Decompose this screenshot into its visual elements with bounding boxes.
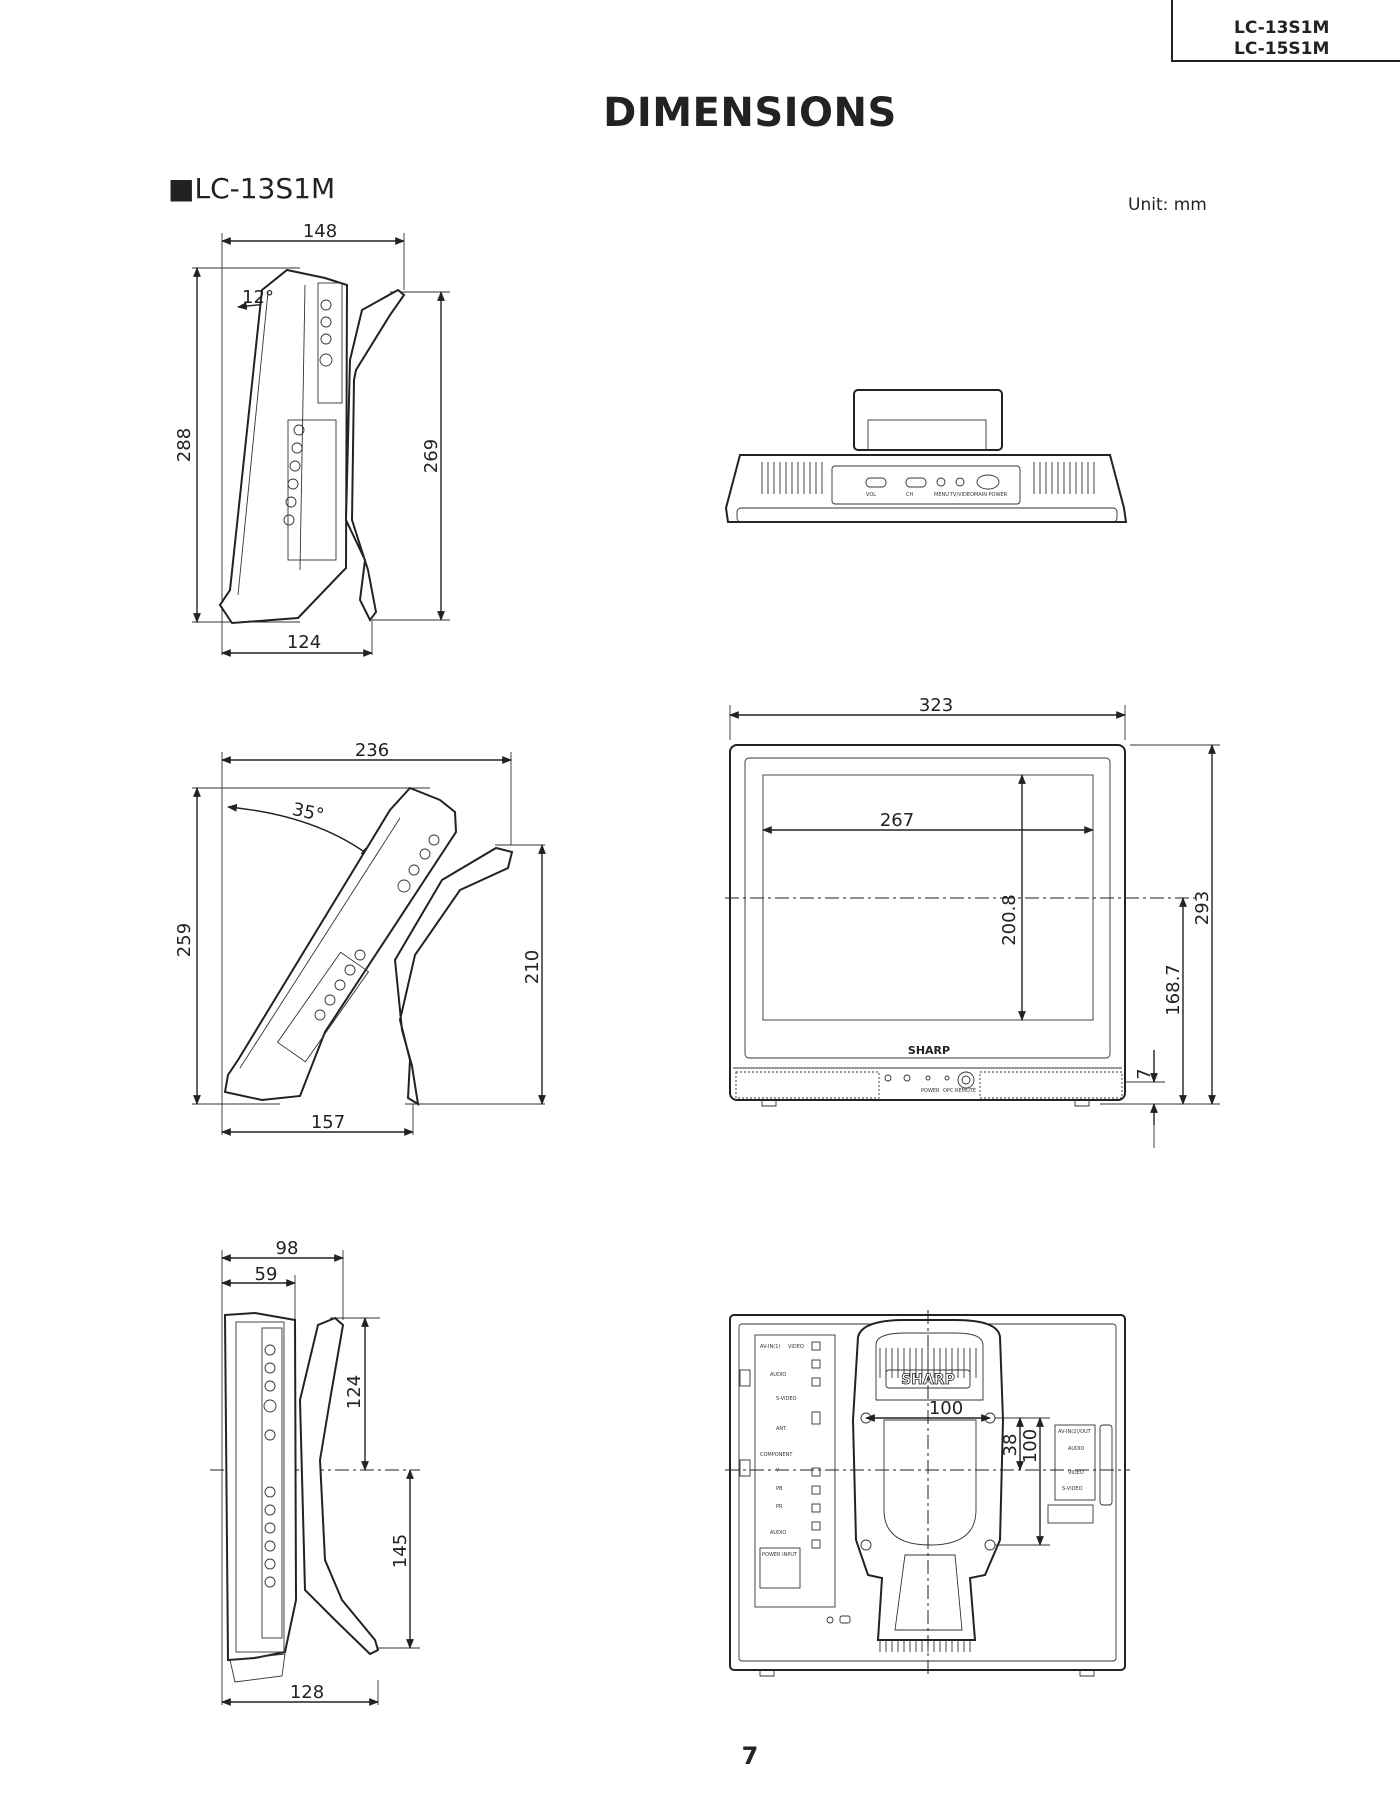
dim-100-width: 100 bbox=[929, 1398, 963, 1419]
dim-293: 293 bbox=[1192, 891, 1213, 925]
label-video-2: VIDEO bbox=[1068, 1470, 1084, 1476]
section-heading: ■LC-13S1M bbox=[168, 172, 335, 205]
label-power-input: POWER INPUT bbox=[762, 1552, 798, 1558]
dim-59: 59 bbox=[255, 1264, 278, 1285]
label-audio-3: AUDIO bbox=[1068, 1446, 1084, 1452]
control-menu: MENU bbox=[934, 492, 949, 498]
dim-124-bottom: 124 bbox=[287, 632, 321, 653]
label-y: Y bbox=[775, 1468, 780, 1474]
model-name-2: LC-15S1M bbox=[1234, 39, 1330, 59]
dim-100-height: 100 bbox=[1020, 1429, 1041, 1463]
dim-157: 157 bbox=[311, 1112, 345, 1133]
label-pr: PR bbox=[776, 1504, 783, 1510]
section-marker: ■ bbox=[168, 172, 195, 205]
label-video: VIDEO bbox=[788, 1344, 804, 1350]
dim-288: 288 bbox=[174, 428, 195, 462]
label-s-video-2: S-VIDEO bbox=[1062, 1486, 1083, 1492]
dim-148: 148 bbox=[303, 221, 337, 242]
dim-98: 98 bbox=[276, 1238, 299, 1259]
back-view: SHARP AV-IN(1) VIDEO AUDIO S-VIDEO ANT. … bbox=[725, 1310, 1130, 1677]
dim-269: 269 bbox=[421, 439, 442, 473]
dim-200-8: 200.8 bbox=[999, 894, 1020, 946]
dim-128: 128 bbox=[290, 1682, 324, 1703]
label-audio-2: AUDIO bbox=[770, 1530, 786, 1536]
label-ant: ANT. bbox=[776, 1426, 788, 1432]
brand-logo: SHARP bbox=[908, 1044, 950, 1057]
dim-267: 267 bbox=[880, 810, 914, 831]
label-pb: PB bbox=[776, 1486, 783, 1492]
label-av-in1: AV-IN(1) bbox=[760, 1344, 780, 1350]
top-vent-right bbox=[1033, 462, 1095, 494]
page-title: DIMENSIONS bbox=[603, 90, 897, 136]
front-button-opc: OPC bbox=[943, 1088, 954, 1094]
label-av-in2-out: AV-IN(2)/OUT bbox=[1058, 1429, 1092, 1435]
dim-236: 236 bbox=[355, 740, 389, 761]
dim-angle-35: 35° bbox=[290, 799, 326, 826]
control-ch: CH bbox=[906, 492, 913, 498]
control-vol: VOL bbox=[866, 492, 876, 498]
side-view-center bbox=[210, 1250, 420, 1706]
dim-259: 259 bbox=[174, 923, 195, 957]
side-view-upright bbox=[192, 233, 450, 657]
dim-145: 145 bbox=[390, 1534, 411, 1568]
dim-323: 323 bbox=[919, 695, 953, 716]
control-main-power: MAIN POWER bbox=[974, 492, 1008, 498]
dim-124-side: 124 bbox=[344, 1375, 365, 1409]
side-view-tilted bbox=[192, 752, 546, 1136]
front-button-remote: REMOTE bbox=[955, 1088, 976, 1094]
page-number: 7 bbox=[741, 1742, 759, 1770]
unit-label: Unit: mm bbox=[1128, 195, 1207, 215]
front-button-power: POWER bbox=[921, 1088, 940, 1094]
dim-7: 7 bbox=[1134, 1068, 1155, 1079]
model-name-1: LC-13S1M bbox=[1234, 18, 1330, 38]
dim-168-7: 168.7 bbox=[1163, 964, 1184, 1016]
label-audio: AUDIO bbox=[770, 1372, 786, 1378]
front-view: SHARP POWER OPC REMOTE bbox=[725, 705, 1220, 1148]
label-s-video: S-VIDEO bbox=[776, 1396, 797, 1402]
dim-210: 210 bbox=[522, 950, 543, 984]
dim-angle-12: 12° bbox=[242, 287, 274, 308]
header-box bbox=[1171, 0, 1400, 62]
control-tvvideo: TV/VIDEO bbox=[949, 492, 974, 498]
label-component: COMPONENT bbox=[760, 1452, 793, 1458]
top-view: VOL CH MENU TV/VIDEO MAIN POWER bbox=[724, 389, 1128, 523]
dim-38: 38 bbox=[1000, 1434, 1021, 1457]
section-model: LC-13S1M bbox=[194, 172, 336, 205]
top-vent-left bbox=[761, 462, 823, 494]
